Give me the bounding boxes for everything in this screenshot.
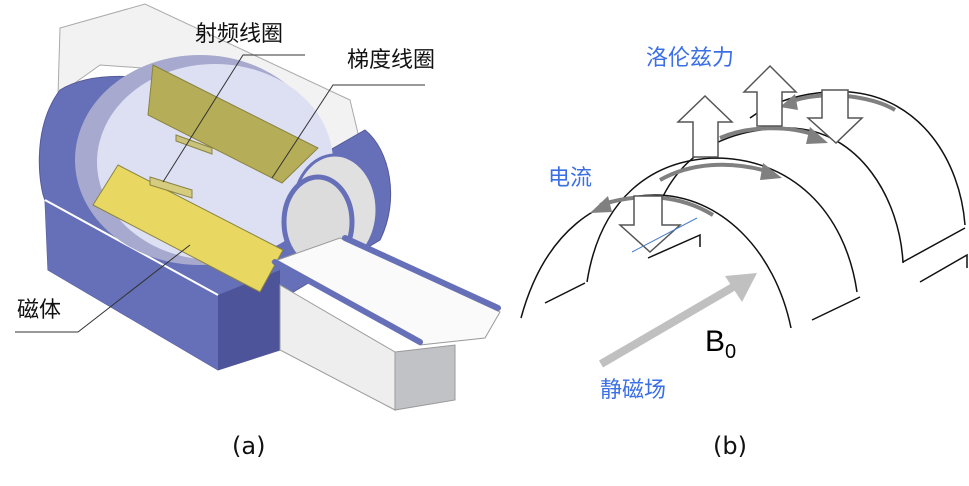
table-base-side [394, 344, 456, 411]
coil-foot-4 [902, 227, 966, 263]
label-magnet: 磁体 [17, 298, 62, 323]
mri-scanner-illustration [15, 3, 501, 411]
leader-rf-coil [162, 54, 305, 183]
caption-b: (b) [713, 432, 747, 460]
b0-subscript: 0 [725, 341, 737, 363]
current-arrow-3 [719, 126, 816, 140]
coil-foot-5 [919, 253, 968, 283]
coil-foot-2 [647, 233, 701, 259]
coil-foot-3 [811, 296, 861, 321]
leader-magnet [15, 244, 191, 333]
caption-a: (a) [232, 432, 266, 460]
rf-coil-upper [175, 134, 213, 155]
coil-arc-2 [586, 157, 858, 293]
lorentz-force-arrows [618, 64, 864, 254]
force-down-arrow-1 [618, 195, 682, 254]
label-current: 电流 [548, 166, 593, 191]
force-up-arrow-1 [676, 94, 734, 158]
coil-foot-1 [544, 282, 586, 304]
force-down-arrow-2 [806, 89, 864, 145]
b0-symbol: B [705, 325, 726, 358]
current-arrow-2 [659, 162, 771, 182]
magnet-base-side [218, 270, 280, 370]
leader-gradient-coil [271, 84, 425, 179]
table-rail-right [342, 235, 501, 311]
coil-arc-1 [520, 194, 792, 329]
magnet-base-front [45, 200, 218, 370]
table-rail-left [272, 259, 423, 345]
label-gradient-coil: 梯度线圈 [347, 48, 436, 73]
label-b0: B0 [705, 325, 736, 364]
label-rf-coil: 射频线圈 [195, 22, 284, 47]
label-lorentz-force: 洛伦兹力 [646, 46, 735, 71]
blue-guide-line [631, 217, 698, 253]
coil-arc-4 [749, 90, 966, 226]
static-field-arrow [598, 273, 757, 368]
label-static-field: 静磁场 [600, 378, 667, 403]
gradient-coil-upper [147, 64, 319, 184]
rf-coil-lower [149, 176, 193, 199]
force-up-arrow-2 [742, 64, 798, 127]
gradient-coil-lower [92, 164, 284, 293]
